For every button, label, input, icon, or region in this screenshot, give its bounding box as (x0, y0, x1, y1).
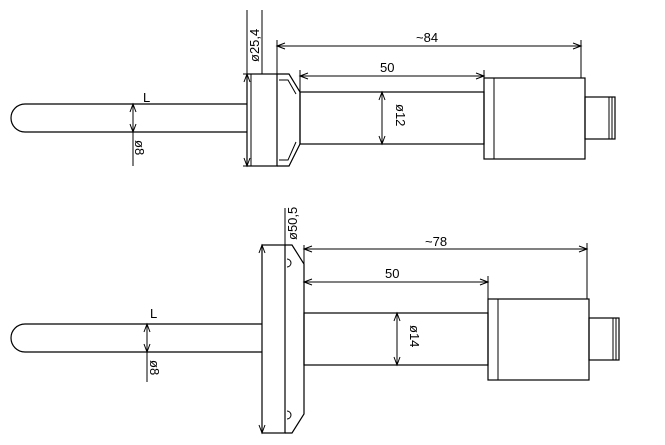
top-overall-length-label: ~84 (416, 30, 438, 45)
top-connector (584, 96, 616, 140)
top-body-diameter-label: ø12 (393, 104, 408, 126)
bottom-probe-diameter-label: ø8 (147, 360, 162, 375)
top-body-tube (299, 91, 485, 145)
top-probe-length-label: L (143, 90, 150, 105)
top-probe-diameter-label: ø8 (132, 140, 147, 155)
bottom-body-diameter-label: ø14 (407, 325, 422, 347)
bottom-connector (588, 317, 620, 361)
top-housing (483, 77, 586, 160)
top-probe-rod (10, 103, 247, 133)
top-assembly: ø25,4 ~84 50 ø12 L ø8 (10, 10, 616, 168)
top-taper-connector (277, 73, 301, 167)
bottom-assembly: ø50,5 ~78 50 ø14 L ø8 (10, 207, 620, 435)
top-flange-diameter-label: ø25,4 (247, 29, 262, 62)
bottom-probe-rod (10, 323, 262, 353)
bottom-flange-bevel (285, 244, 305, 434)
top-body-length-label: 50 (380, 60, 394, 75)
bottom-probe-length-label: L (150, 306, 157, 321)
bottom-overall-length-label: ~78 (425, 234, 447, 249)
bottom-body-tube (303, 312, 489, 366)
bottom-flange-plate (261, 244, 286, 434)
bottom-housing (487, 298, 590, 381)
bottom-body-length-label: 50 (385, 266, 399, 281)
bottom-flange-diameter-label: ø50,5 (285, 207, 300, 240)
